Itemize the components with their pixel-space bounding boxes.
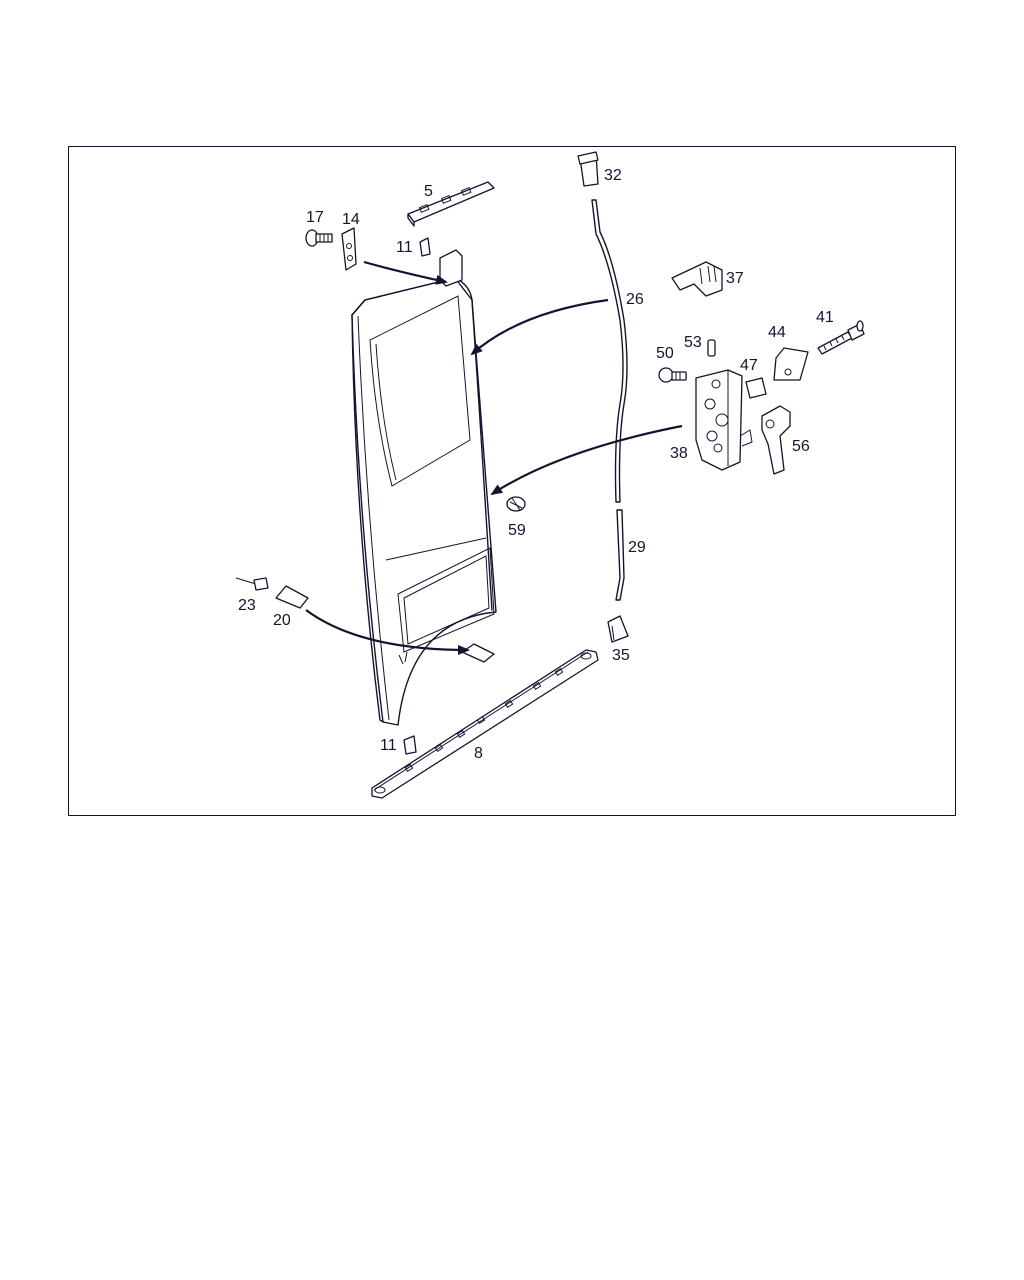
- callout-labels: 5 8 11 11 14 17 20 23 26 29 32 35 37 38 …: [238, 167, 834, 762]
- part-5-plate: [407, 181, 495, 227]
- callout-label: 50: [656, 345, 674, 362]
- part-41-bolt: [817, 320, 865, 355]
- part-23-pin: [235, 577, 269, 591]
- part-17-bolt: [305, 229, 333, 247]
- callout-label: 5: [424, 183, 433, 200]
- part-38-lock: [695, 369, 753, 471]
- diagram-frame: [68, 146, 956, 816]
- assembly-arrows: [305, 260, 683, 655]
- part-53-pin: [707, 339, 716, 357]
- callout-label: 56: [792, 438, 810, 455]
- callout-label: 53: [684, 334, 702, 351]
- part-29-rod: [615, 509, 625, 601]
- part-11-clip-upper: [419, 237, 431, 257]
- door-bottom-bracket: [461, 643, 495, 663]
- part-44-bracket: [773, 347, 809, 381]
- door-panel: [351, 277, 497, 726]
- part-8-strip: [371, 649, 599, 799]
- part-26-rod: [591, 199, 628, 503]
- callout-label: 23: [238, 597, 256, 614]
- callout-label: 29: [628, 539, 646, 556]
- callout-label: 17: [306, 209, 324, 226]
- callout-label: 41: [816, 309, 834, 326]
- part-35-clip: [607, 615, 629, 643]
- callout-label: 44: [768, 324, 786, 341]
- callout-label: 35: [612, 647, 630, 664]
- callout-label: 59: [508, 522, 526, 539]
- callout-label: 20: [273, 612, 291, 629]
- part-32-clip: [577, 151, 599, 187]
- callout-label: 26: [626, 291, 644, 308]
- part-47-block: [745, 377, 767, 399]
- part-50-screw: [658, 367, 687, 383]
- part-37-bracket: [671, 261, 723, 297]
- part-59-clip: [506, 496, 526, 512]
- part-11-clip-lower: [403, 735, 417, 755]
- callout-label: 32: [604, 167, 622, 184]
- callout-label: 14: [342, 211, 360, 228]
- callout-label: 38: [670, 445, 688, 462]
- callout-label: 11: [396, 239, 413, 256]
- callout-label: 8: [474, 745, 483, 762]
- part-20-bracket: [275, 585, 309, 609]
- callout-label: 37: [726, 270, 744, 287]
- callout-label: 47: [740, 357, 758, 374]
- part-14-bracket: [341, 227, 357, 271]
- callout-label: 11: [380, 737, 397, 754]
- part-56-handle: [761, 405, 791, 475]
